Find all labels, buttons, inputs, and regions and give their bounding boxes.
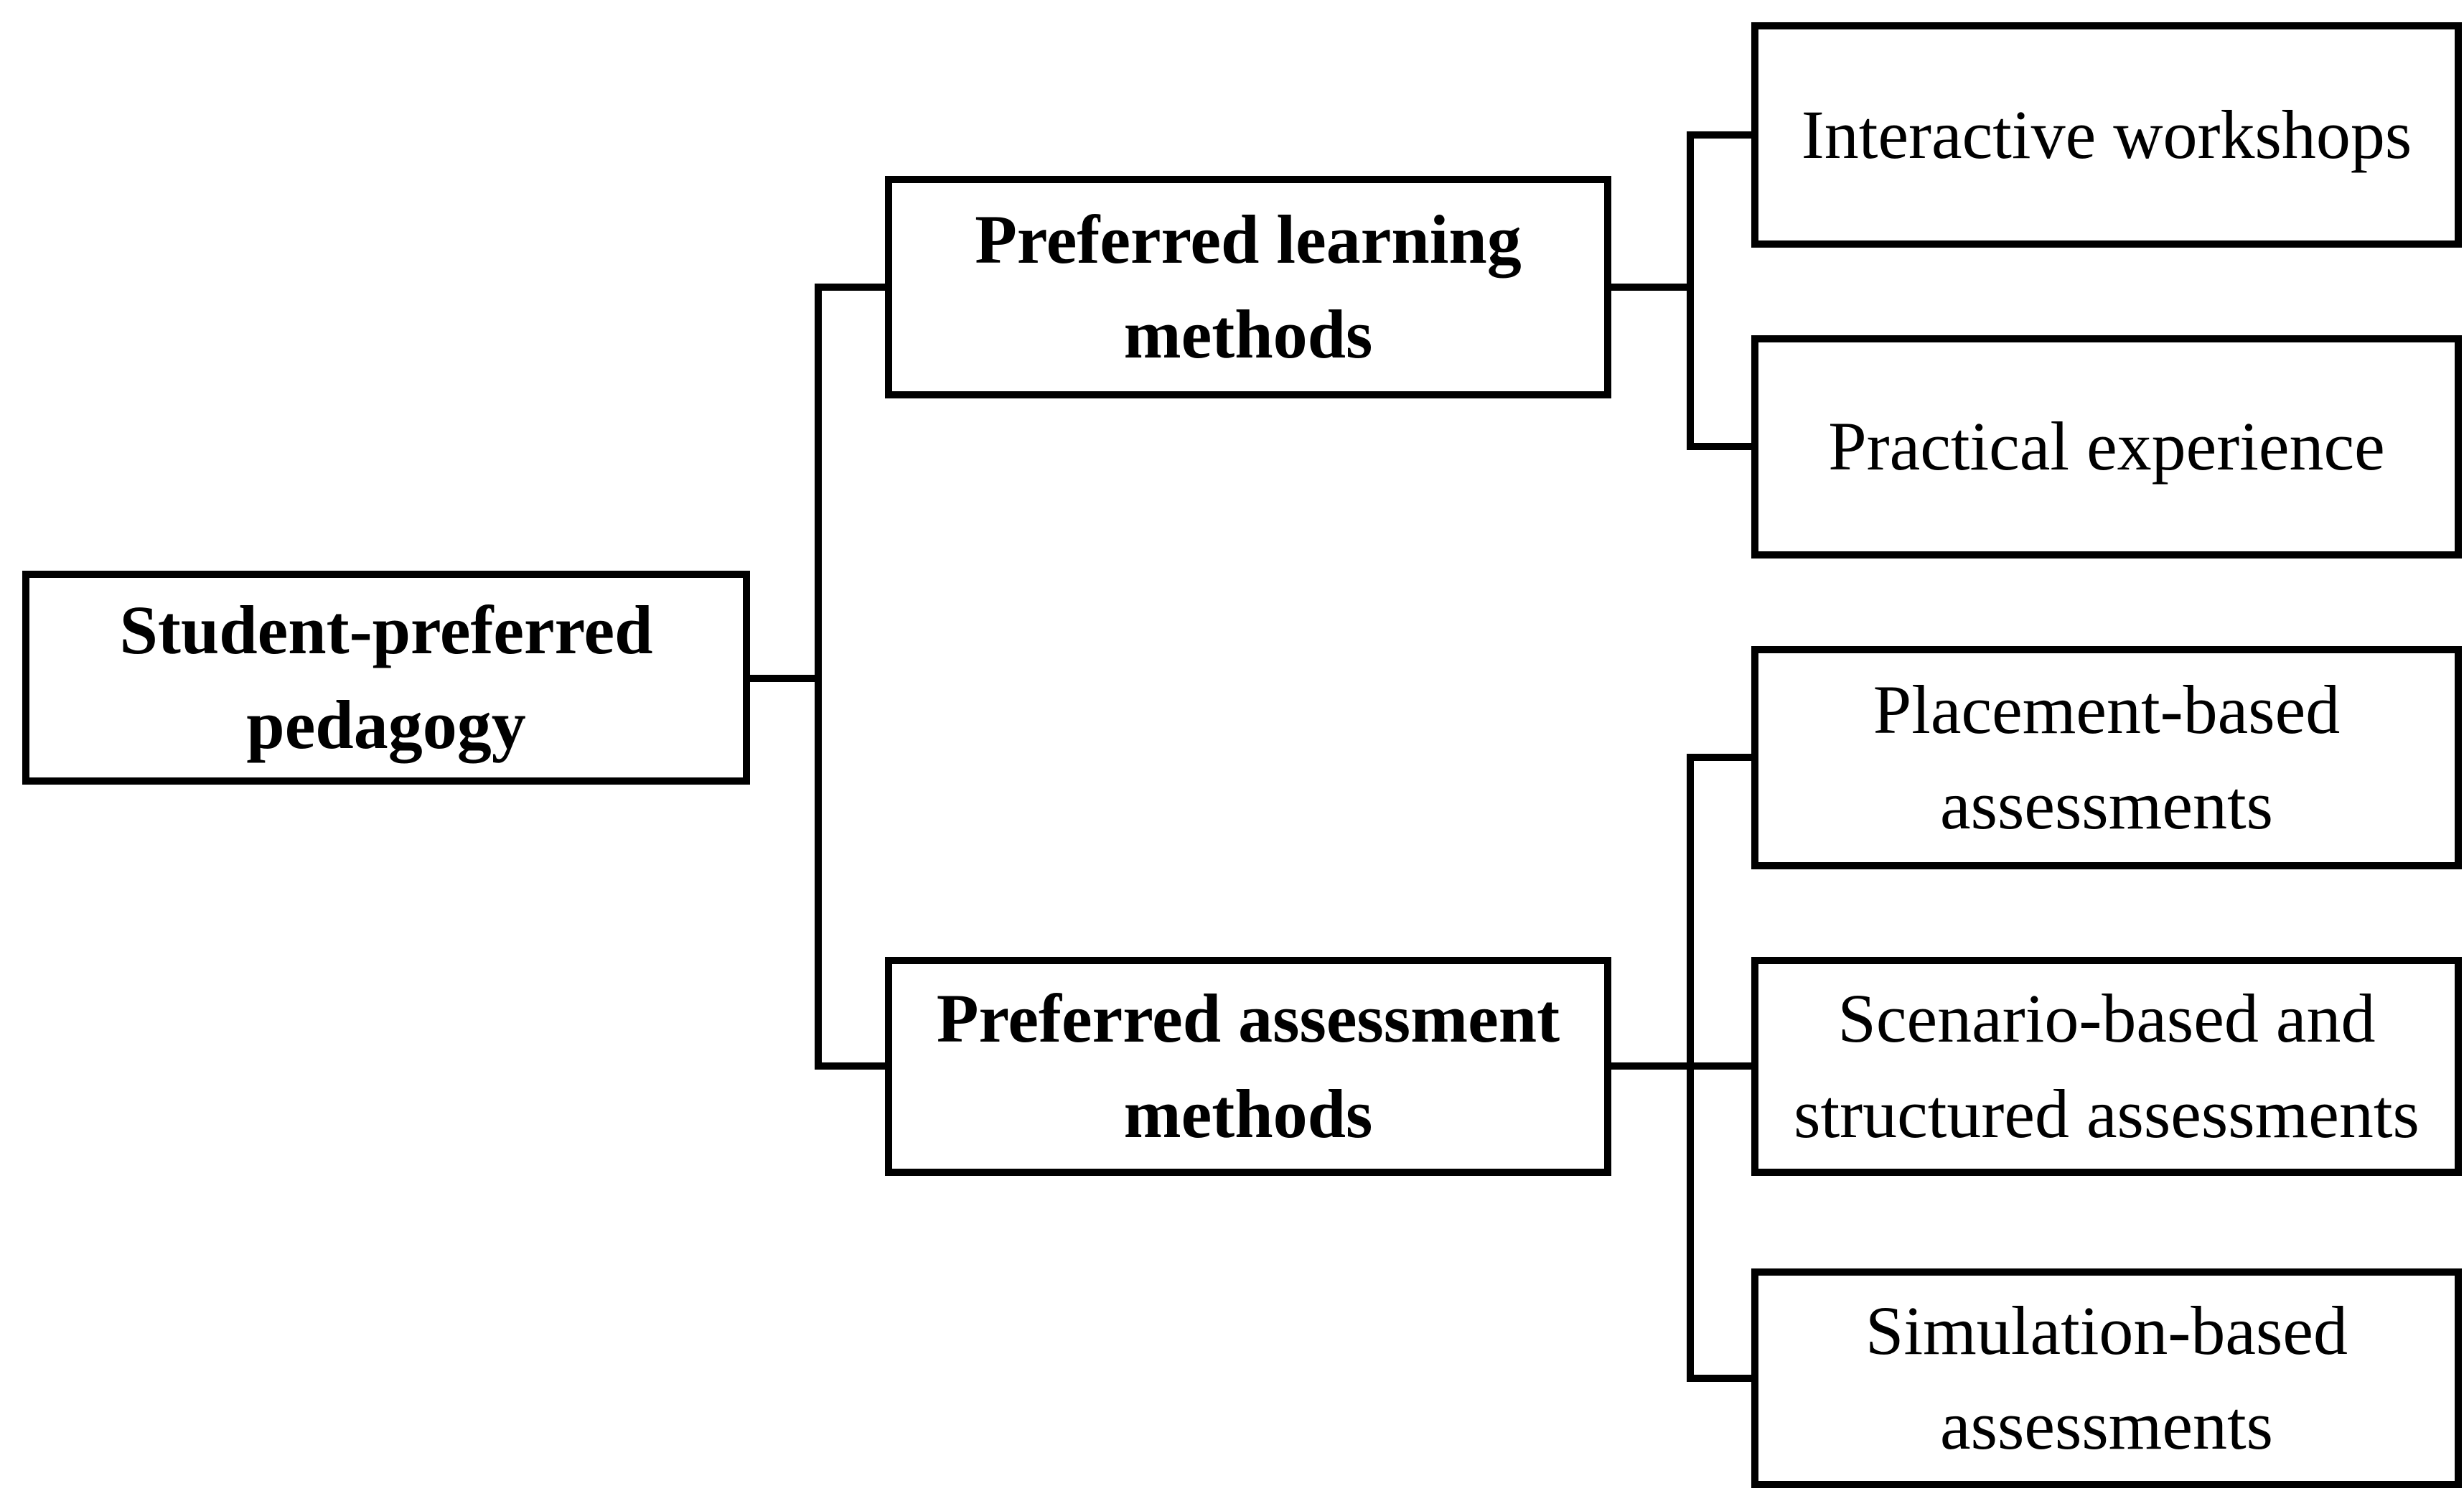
node-student-preferred-pedagogy: Student-preferred pedagogy	[22, 571, 750, 785]
connector-spine-to-assessment	[815, 1062, 889, 1070]
connector-spine-to-simulation	[1687, 1375, 1755, 1382]
connector-learning-to-spine	[1608, 284, 1694, 291]
connector-spine-to-learning	[815, 284, 889, 291]
connector-root-to-spine	[746, 675, 818, 682]
node-scenario-based-structured-assessments: Scenario-based and structured assessment…	[1751, 957, 2462, 1176]
connector-left-spine	[815, 284, 822, 1070]
connector-upper-right-spine	[1687, 131, 1694, 450]
connector-assessment-to-spine	[1608, 1062, 1694, 1070]
node-placement-based-assessments: Placement-based assessments	[1751, 646, 2462, 869]
node-interactive-workshops: Interactive workshops	[1751, 22, 2462, 248]
node-simulation-based-assessments: Simulation-based assessments	[1751, 1268, 2462, 1488]
connector-spine-to-placement	[1687, 754, 1755, 761]
node-preferred-learning-methods: Preferred learning methods	[885, 176, 1611, 398]
connector-spine-to-practical	[1687, 443, 1755, 450]
node-preferred-assessment-methods: Preferred assessment methods	[885, 957, 1611, 1176]
connector-spine-to-workshops	[1687, 131, 1755, 139]
connector-spine-to-scenario	[1687, 1062, 1755, 1070]
node-practical-experience: Practical experience	[1751, 335, 2462, 558]
